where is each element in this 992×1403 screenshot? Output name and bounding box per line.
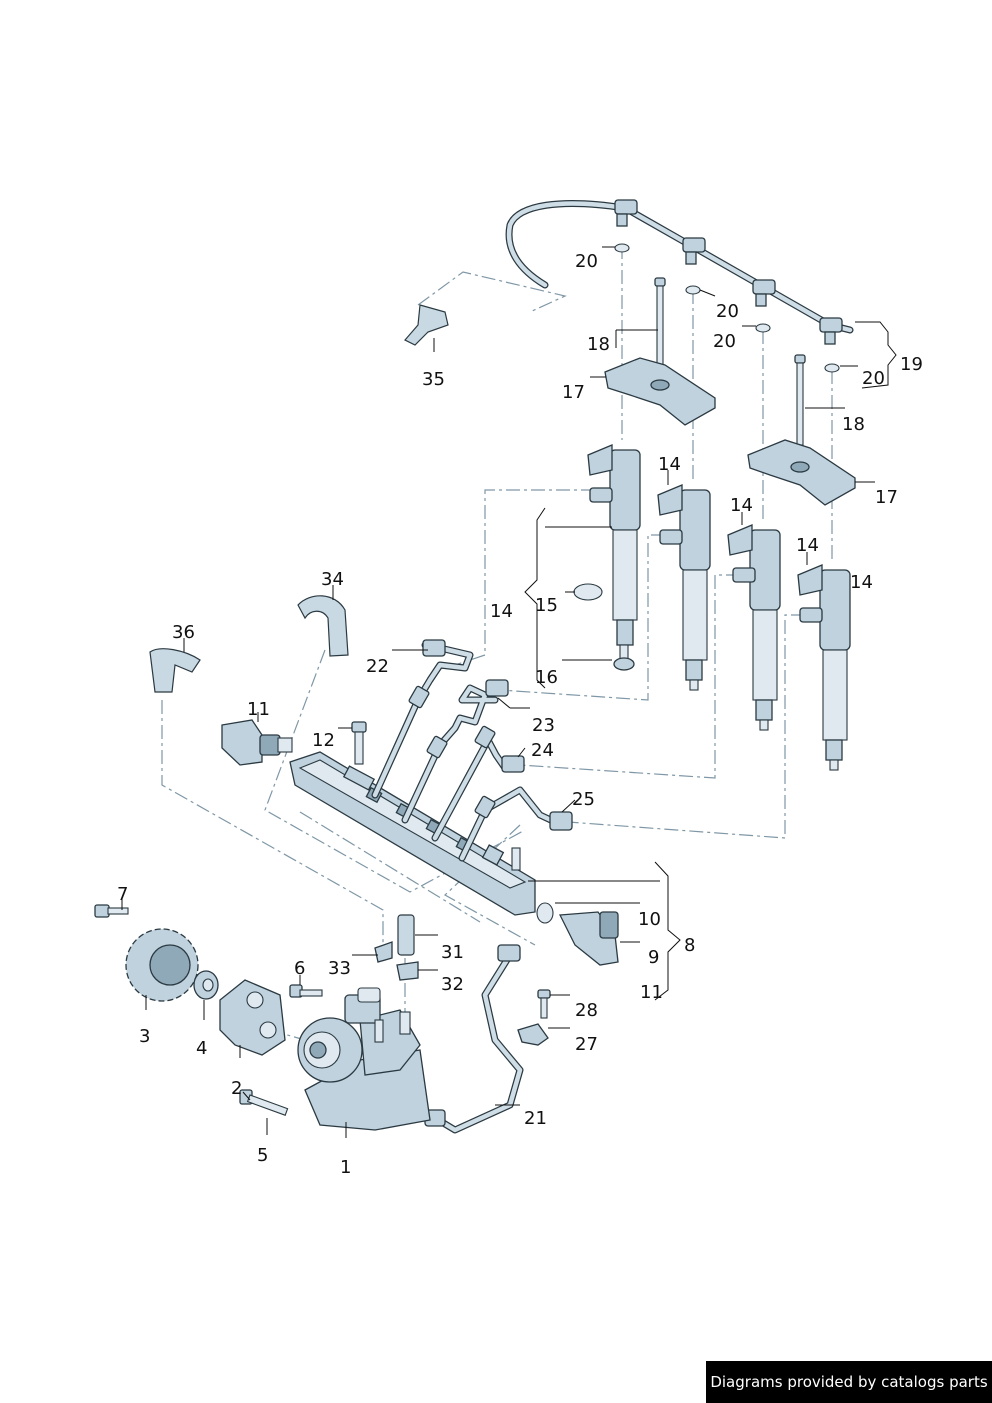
footer-credit: Diagrams provided by catalogs parts bbox=[706, 1361, 992, 1403]
callout-15: 15 bbox=[535, 595, 558, 616]
callout-14-d: 14 bbox=[490, 601, 513, 622]
callout-9: 9 bbox=[648, 947, 659, 968]
callout-11-sensor: 11 bbox=[247, 699, 270, 720]
footer-text: Diagrams provided by catalogs parts bbox=[710, 1373, 988, 1391]
rail-pressure-sensor bbox=[221, 719, 293, 766]
callout-3: 3 bbox=[139, 1026, 150, 1047]
callout-24: 24 bbox=[531, 740, 554, 761]
sensor-assembly bbox=[536, 902, 619, 966]
injector-1 bbox=[587, 444, 641, 661]
callout-18-a: 18 bbox=[587, 334, 610, 355]
callout-36: 36 bbox=[172, 622, 195, 643]
injector-2 bbox=[657, 484, 711, 691]
callout-35: 35 bbox=[422, 369, 445, 390]
callout-8: 8 bbox=[684, 935, 695, 956]
bolts bbox=[654, 277, 806, 446]
callout-17-a: 17 bbox=[562, 382, 585, 403]
pump-bolts bbox=[239, 984, 323, 1116]
callout-20-a: 20 bbox=[575, 251, 598, 272]
callout-34: 34 bbox=[321, 569, 344, 590]
o-ring bbox=[573, 583, 603, 601]
callout-2: 2 bbox=[231, 1078, 242, 1099]
callout-27: 27 bbox=[575, 1034, 598, 1055]
hoses bbox=[149, 304, 449, 693]
callout-14-e: 14 bbox=[850, 572, 873, 593]
clip-and-bolt bbox=[517, 989, 551, 1046]
callout-21: 21 bbox=[524, 1108, 547, 1129]
callout-19: 19 bbox=[900, 354, 923, 375]
leader-lines bbox=[121, 246, 897, 1138]
high-pressure-pipe bbox=[424, 944, 524, 1134]
callout-7: 7 bbox=[117, 884, 128, 905]
callout-14-a: 14 bbox=[658, 454, 681, 475]
callout-20-c: 20 bbox=[713, 331, 736, 352]
callout-14-b: 14 bbox=[730, 495, 753, 516]
callout-20-d: 20 bbox=[862, 368, 885, 389]
high-pressure-pump bbox=[297, 987, 431, 1131]
injectors bbox=[587, 444, 851, 771]
fuel-rail bbox=[289, 751, 536, 916]
pump-bracket bbox=[219, 979, 286, 1056]
callout-23: 23 bbox=[532, 715, 555, 736]
callout-labels: 1 2 3 4 5 6 7 8 9 10 11 11 12 14 14 14 1… bbox=[117, 251, 923, 1178]
rail-bolt bbox=[351, 721, 367, 765]
pump-drive-gear bbox=[94, 904, 219, 1002]
pressure-pipes bbox=[371, 639, 573, 862]
callout-1: 1 bbox=[340, 1157, 351, 1178]
callout-12: 12 bbox=[312, 730, 335, 751]
pump-return-hose bbox=[374, 914, 419, 981]
clamping-pieces bbox=[604, 357, 856, 506]
seal-washer bbox=[613, 657, 635, 671]
seal-rings bbox=[614, 243, 840, 373]
callout-31: 31 bbox=[441, 942, 464, 963]
callout-25: 25 bbox=[572, 789, 595, 810]
callout-14-c: 14 bbox=[796, 535, 819, 556]
callout-18-b: 18 bbox=[842, 414, 865, 435]
callout-6: 6 bbox=[294, 958, 305, 979]
callout-5: 5 bbox=[257, 1145, 268, 1166]
callout-16: 16 bbox=[535, 667, 558, 688]
callout-17-b: 17 bbox=[875, 487, 898, 508]
callout-32: 32 bbox=[441, 974, 464, 995]
injector-3 bbox=[727, 524, 781, 731]
leak-off-line bbox=[505, 199, 854, 345]
injector-4 bbox=[797, 564, 851, 771]
callout-33: 33 bbox=[328, 958, 351, 979]
callout-11-rail: 11 bbox=[640, 982, 663, 1003]
callout-4: 4 bbox=[196, 1038, 207, 1059]
callout-10: 10 bbox=[638, 909, 661, 930]
callout-28: 28 bbox=[575, 1000, 598, 1021]
callout-22: 22 bbox=[366, 656, 389, 677]
callout-20-b: 20 bbox=[716, 301, 739, 322]
